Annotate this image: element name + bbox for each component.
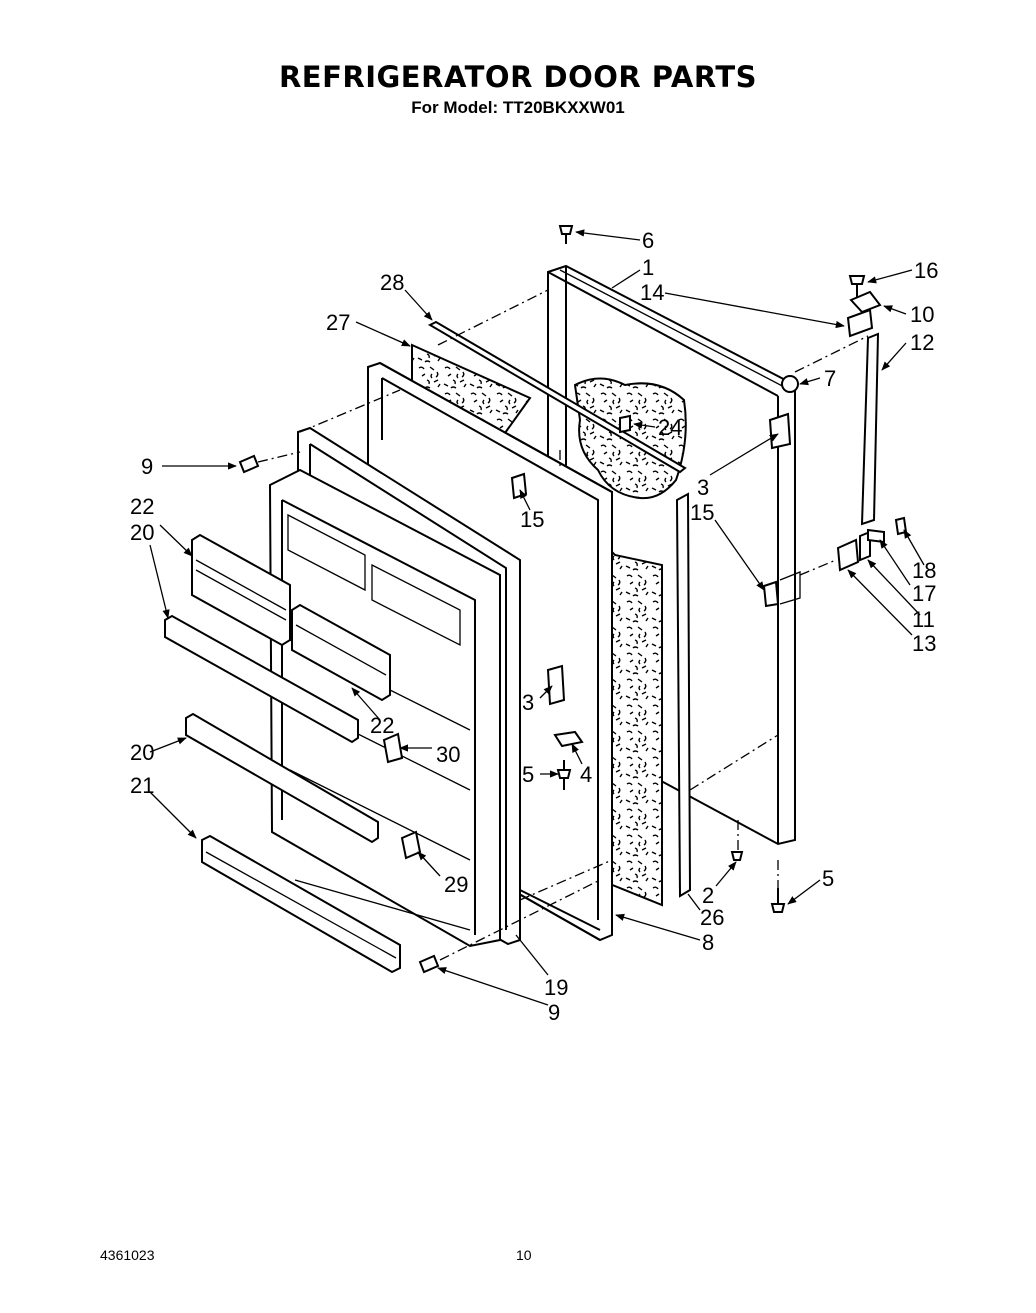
callout-14: 14 bbox=[640, 280, 664, 305]
door-liner-body bbox=[268, 468, 501, 948]
gasket-strip-28 bbox=[427, 320, 687, 474]
shelf-support-29 bbox=[400, 830, 422, 860]
callout-8: 8 bbox=[702, 930, 714, 955]
clip-24 bbox=[619, 414, 631, 434]
door-shelf-22-lower bbox=[291, 603, 391, 702]
callout-29: 29 bbox=[444, 872, 468, 897]
callout-1: 1 bbox=[642, 255, 654, 280]
callout-18: 18 bbox=[912, 558, 936, 583]
callout-2: 2 bbox=[702, 883, 714, 908]
plug-2 bbox=[730, 851, 744, 861]
callout-24: 24 bbox=[658, 415, 682, 440]
callout-19: 19 bbox=[544, 975, 568, 1000]
screw-6 bbox=[558, 225, 574, 244]
screw-5-inner bbox=[556, 760, 572, 790]
callout-3-lower: 3 bbox=[522, 690, 534, 715]
callout-5-inner: 5 bbox=[522, 762, 534, 787]
callout-28: 28 bbox=[380, 270, 404, 295]
callout-9-upper: 9 bbox=[141, 454, 153, 479]
screw-9-upper bbox=[238, 454, 260, 474]
callout-4: 4 bbox=[580, 762, 592, 787]
document-number: 4361023 bbox=[100, 1247, 155, 1263]
hinge-bracket-3 bbox=[546, 664, 566, 706]
callout-13: 13 bbox=[912, 631, 936, 656]
page-number: 10 bbox=[516, 1247, 532, 1263]
screw-5-lower bbox=[770, 888, 786, 913]
callout-10: 10 bbox=[910, 302, 934, 327]
door-shelf-21 bbox=[201, 834, 401, 974]
callout-15-right: 15 bbox=[690, 500, 714, 525]
callout-labels: 1 14 6 16 10 12 7 24 3 15 18 17 11 13 28… bbox=[130, 228, 938, 1025]
callout-3-upper: 3 bbox=[697, 475, 709, 500]
model-subtitle: For Model: TT20BKXXW01 bbox=[411, 98, 625, 117]
callout-27: 27 bbox=[326, 310, 350, 335]
callout-6: 6 bbox=[642, 228, 654, 253]
callout-7: 7 bbox=[824, 366, 836, 391]
callout-20-upper: 20 bbox=[130, 520, 154, 545]
callout-22-lower: 22 bbox=[370, 713, 394, 738]
callout-30: 30 bbox=[436, 742, 460, 767]
callout-26: 26 bbox=[700, 905, 724, 930]
page-title: REFRIGERATOR DOOR PARTS bbox=[278, 60, 758, 94]
callout-22-upper: 22 bbox=[130, 494, 154, 519]
callout-20-lower: 20 bbox=[130, 740, 154, 765]
screw-16 bbox=[848, 275, 866, 298]
callout-21: 21 bbox=[130, 773, 154, 798]
callout-9-lower: 9 bbox=[548, 1000, 560, 1025]
hinge-assembly bbox=[762, 290, 908, 608]
shelf-support-30 bbox=[382, 732, 404, 764]
shelf-trim-20-lower bbox=[185, 712, 379, 844]
door-shelf-22-upper bbox=[191, 533, 291, 647]
callout-17: 17 bbox=[912, 581, 936, 606]
gasket-strip-26 bbox=[675, 492, 692, 898]
shelf-trim-20-upper bbox=[164, 614, 359, 744]
leader-arrows bbox=[149, 229, 925, 1006]
callout-5-lower: 5 bbox=[822, 866, 834, 891]
callout-11: 11 bbox=[912, 607, 935, 632]
clip-15 bbox=[510, 472, 528, 500]
callout-16: 16 bbox=[914, 258, 938, 283]
callout-15-center: 15 bbox=[520, 507, 544, 532]
alignment-lines bbox=[257, 289, 869, 961]
hinge-plate-4 bbox=[553, 730, 584, 748]
screw-9-lower bbox=[418, 954, 440, 974]
callout-12: 12 bbox=[910, 330, 934, 355]
